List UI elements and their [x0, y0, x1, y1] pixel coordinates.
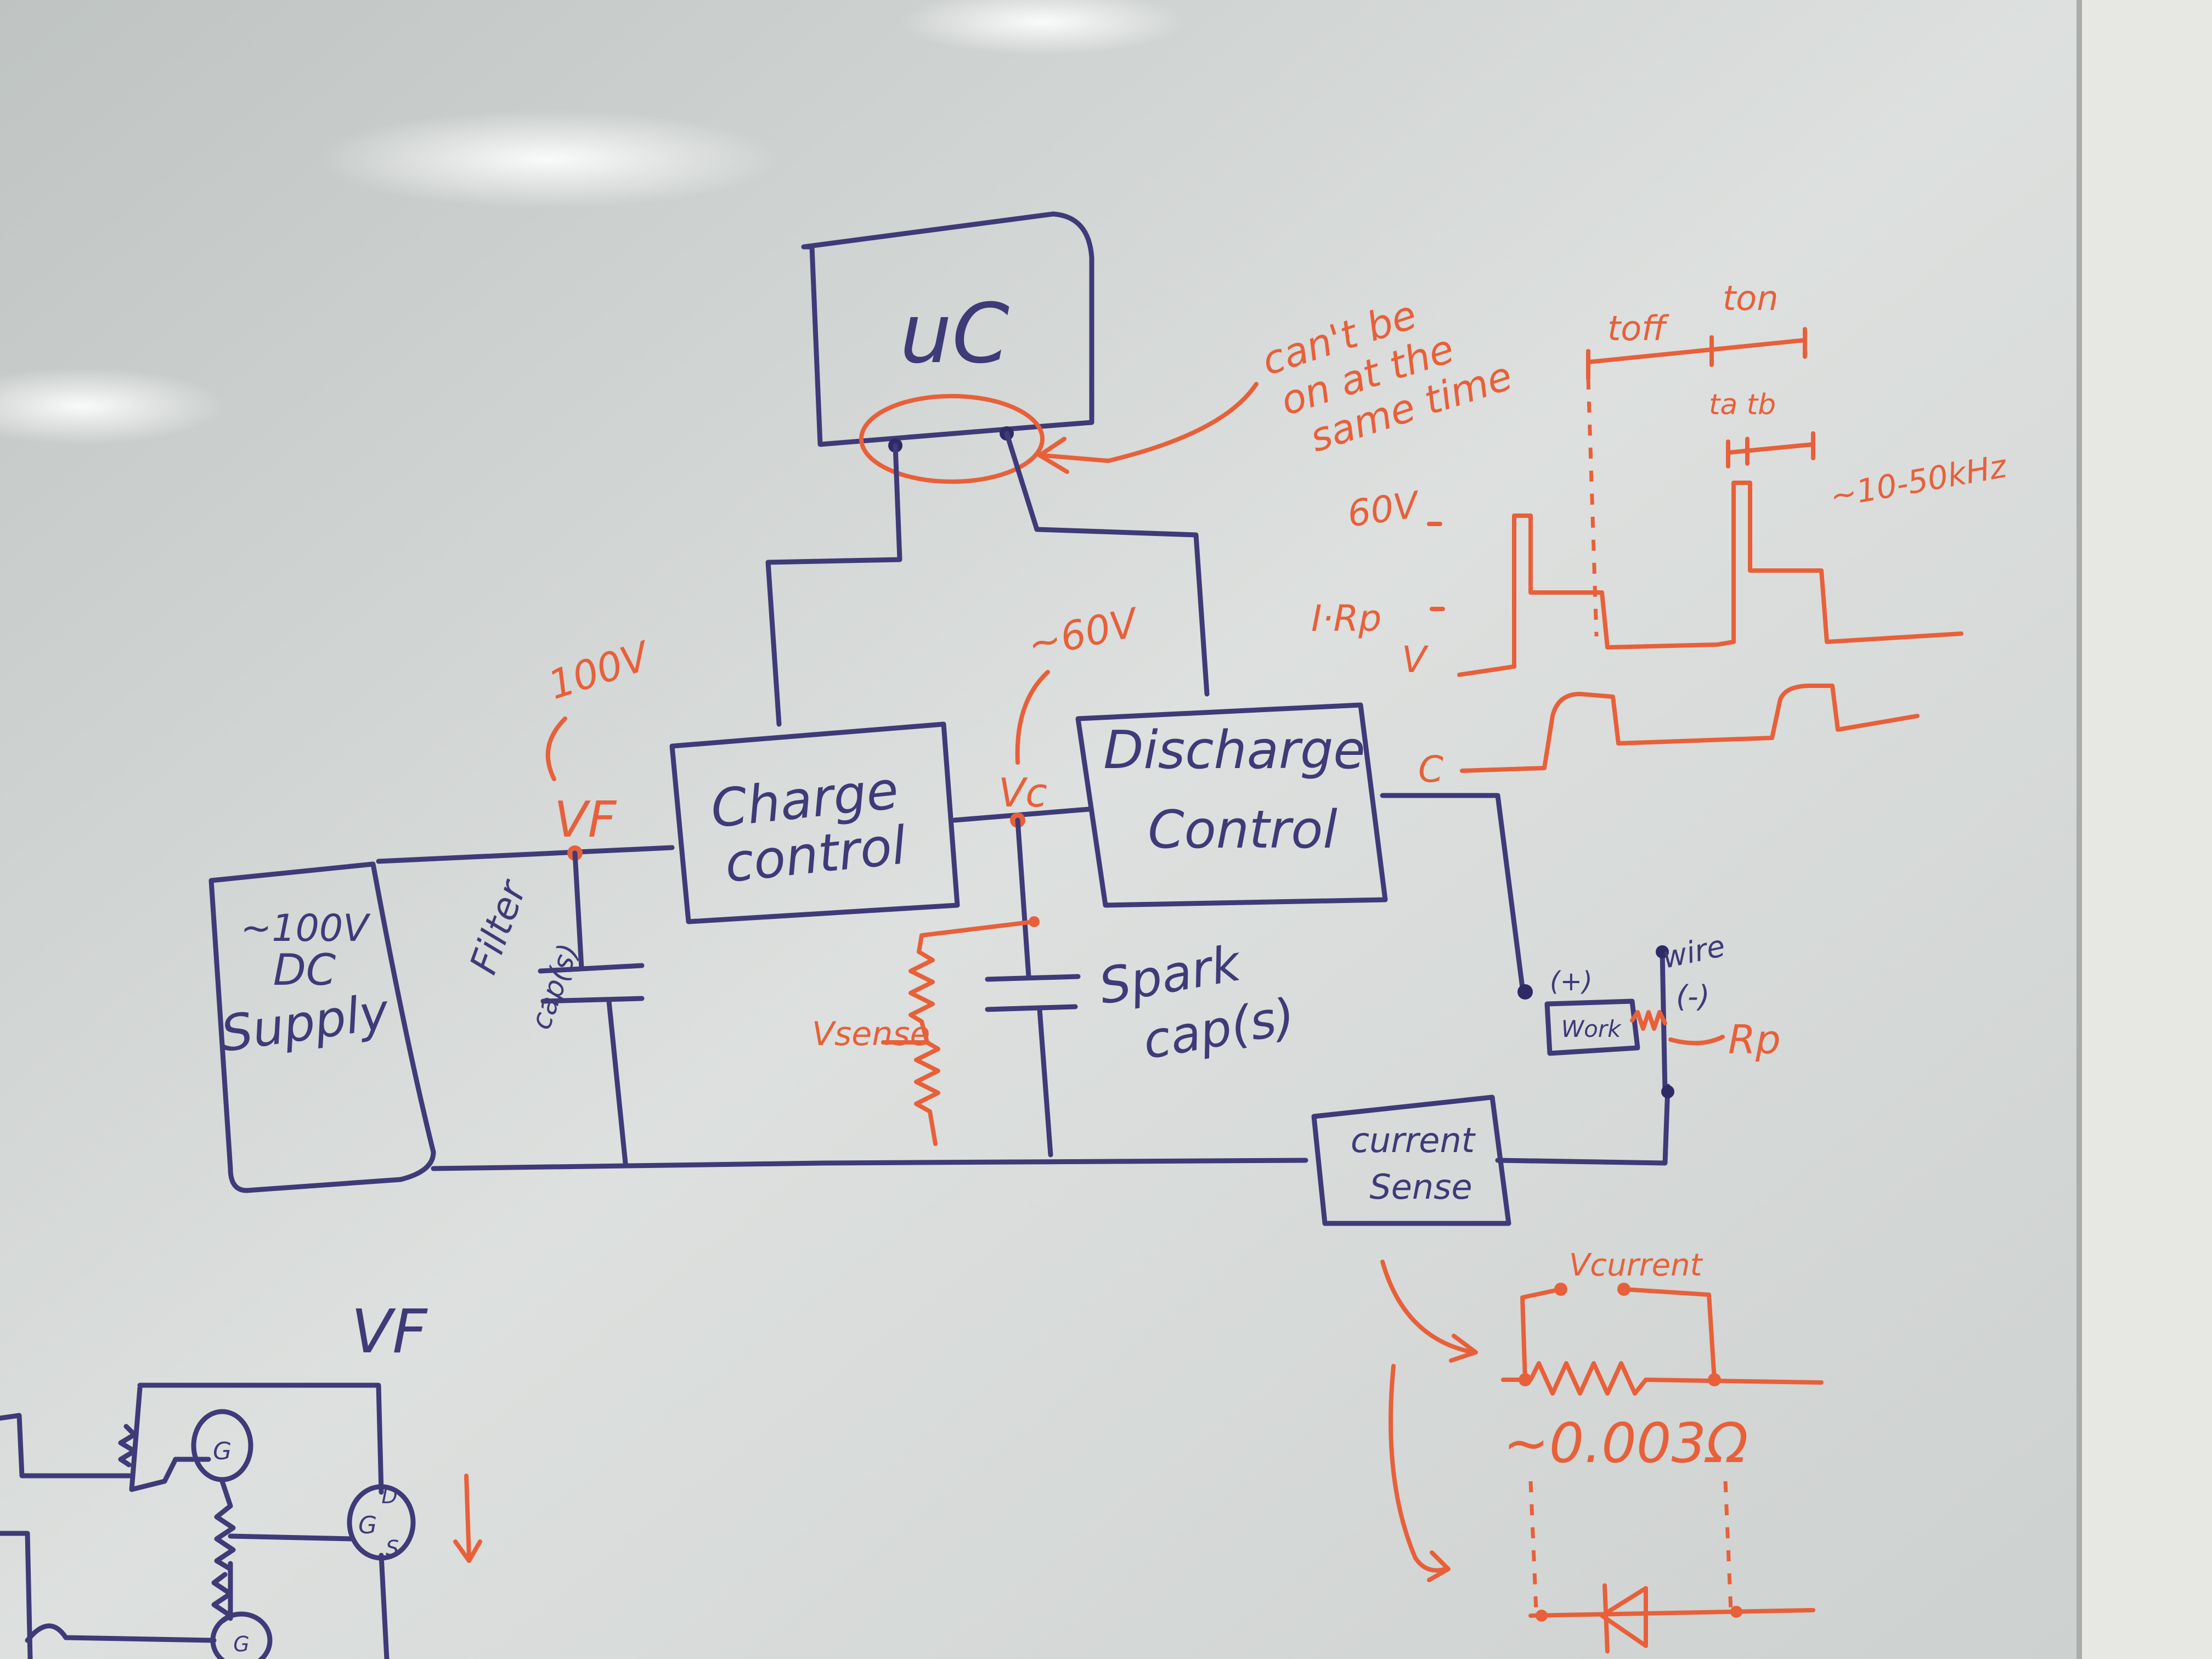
- current-direction-arrow: [464, 1474, 471, 1560]
- filter-cap-wire-top: [572, 850, 584, 971]
- current-sense-block: current Sense: [1311, 1094, 1511, 1226]
- svg-text:S: S: [386, 1536, 399, 1560]
- filter-cap-plate-1: [538, 963, 645, 974]
- gate-driver-sketch: VF G D G S G: [0, 1296, 482, 1659]
- pin-group-highlight: [859, 394, 1045, 484]
- board-frame: [2079, 0, 2212, 1659]
- svg-text:current: current: [1351, 1120, 1476, 1160]
- dc-supply-block: ~100V DC Supply: [208, 861, 436, 1193]
- 100v-leader: [545, 716, 567, 781]
- voltage-waveform: [1457, 481, 1963, 677]
- rp-resistor: [1630, 1010, 1667, 1031]
- svg-text:Work: Work: [1561, 1015, 1622, 1042]
- vsense-resistor-top: [909, 950, 935, 1045]
- shunt-detail: Vcurrent ~0.003Ω: [1380, 1248, 1824, 1654]
- plus-label: (+): [1550, 966, 1593, 997]
- filter-cap-wire-bottom: [606, 998, 628, 1166]
- svg-text:~100V: ~100V: [240, 907, 371, 950]
- mc-label: uC: [900, 286, 1009, 382]
- diode-arrow: [1389, 1364, 1448, 1573]
- v-axis-label: V: [1402, 639, 1429, 681]
- svg-text:DC: DC: [273, 946, 336, 995]
- vf-lower-label: VF: [351, 1296, 428, 1367]
- wire-supply-charge: [376, 845, 675, 864]
- svg-text:G: G: [358, 1511, 377, 1539]
- ton-label: ton: [1723, 278, 1779, 318]
- 60v-axis-label: 60V: [1345, 483, 1423, 535]
- work-terminal: [1517, 984, 1533, 1000]
- rp-label: Rp: [1728, 1017, 1781, 1063]
- vsense-divider-top: [917, 919, 1036, 954]
- microcontroller-block: uC: [801, 211, 1094, 447]
- rp-leader: [1668, 1035, 1725, 1046]
- svg-text:(-): (-): [1676, 979, 1710, 1014]
- vc-label: Vc: [998, 770, 1047, 816]
- work-piece: Work: [1544, 998, 1640, 1056]
- ground-rail: [431, 1158, 1308, 1171]
- wire-uc-charge: [765, 443, 902, 727]
- ta-tb-span: [1726, 442, 1815, 455]
- 60v-leader: [1015, 670, 1050, 765]
- c-axis-label: C: [1418, 748, 1443, 791]
- vcurrent-label: Vcurrent: [1569, 1248, 1703, 1283]
- shunt-resistor: [1501, 1361, 1824, 1396]
- ta-tb-label: ta tb: [1709, 388, 1776, 421]
- svg-text:D: D: [381, 1484, 397, 1508]
- spark-cap-plate-1: [985, 974, 1081, 982]
- irp-axis-label: I·Rp: [1311, 597, 1381, 640]
- note-arrow: [1040, 382, 1259, 463]
- mosfet-small-bottom: [210, 1611, 273, 1659]
- current-waveform: [1460, 684, 1920, 773]
- svg-text:G: G: [213, 1437, 232, 1465]
- svg-text:Control: Control: [1148, 800, 1338, 860]
- spark-cap-wire-bottom: [1037, 1007, 1053, 1158]
- light-glare: [318, 110, 779, 208]
- diode-line: [1528, 1608, 1815, 1618]
- mosfet-large: [347, 1484, 416, 1561]
- vsense-resistor-bottom: [914, 1040, 940, 1146]
- svg-text:G: G: [233, 1632, 249, 1656]
- svg-text:Discharge: Discharge: [1103, 720, 1365, 781]
- diode-symbol: [1600, 1586, 1648, 1648]
- shunt-value-label: ~0.003Ω: [1503, 1411, 1748, 1475]
- spark-cap-wire-top: [1015, 817, 1031, 979]
- wire-sense-wire: [1495, 1084, 1671, 1166]
- board-surface: [0, 0, 2079, 1659]
- svg-text:Sense: Sense: [1369, 1167, 1472, 1207]
- toff-label: toff: [1607, 308, 1669, 348]
- shunt-arrow: [1380, 1260, 1475, 1355]
- vf-label: VF: [554, 791, 617, 849]
- vsense-label: Vsense: [812, 1015, 930, 1053]
- wire-uc-discharge: [1004, 431, 1210, 697]
- wire-discharge-work: [1380, 793, 1525, 990]
- discharge-control-block: Discharge Control: [1075, 702, 1388, 908]
- toff-ton-span: [1586, 338, 1807, 364]
